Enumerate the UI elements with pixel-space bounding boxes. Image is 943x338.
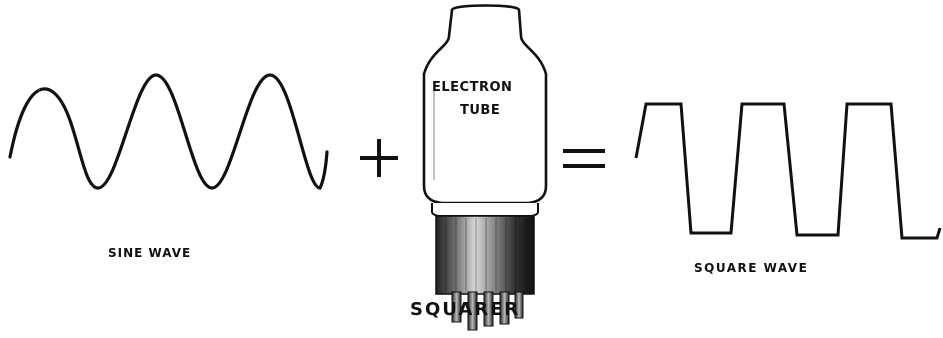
sine-wave-curve — [8, 73, 329, 190]
electron-tube-icon — [422, 4, 548, 331]
square-wave-curve — [634, 102, 942, 240]
square-wave-label: SQUARE WAVE — [694, 261, 809, 275]
sine-wave-label: SINE WAVE — [108, 246, 192, 260]
tube-pins — [451, 291, 524, 331]
tube-label-line1: ELECTRON — [432, 80, 513, 95]
equals-sign — [563, 149, 605, 168]
squarer-label: SQUARER — [410, 299, 521, 320]
tube-label-line2: TUBE — [460, 103, 501, 118]
plus-sign — [360, 139, 398, 177]
